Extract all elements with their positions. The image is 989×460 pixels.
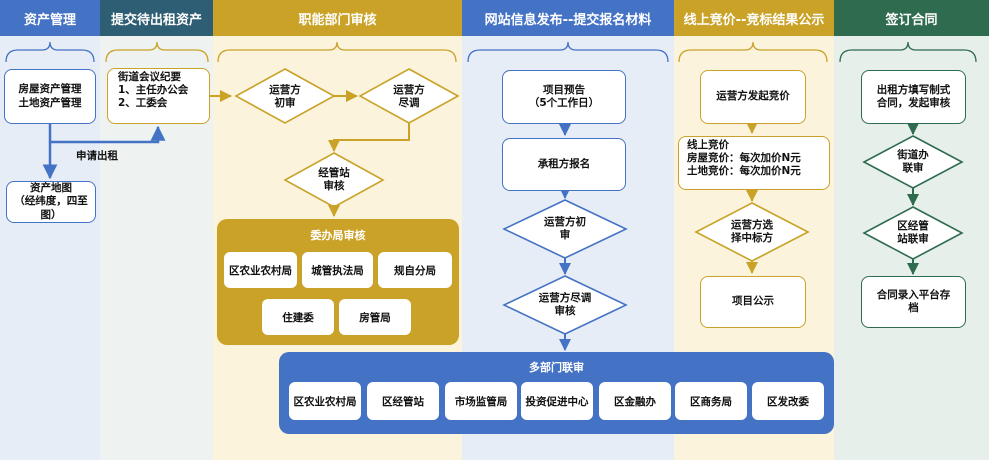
header-department-review: 职能部门审核 [213,0,462,36]
d-select-winner-text: 运营方选择中标方 [712,219,792,245]
header-online-bidding: 线上竞价--竞标结果公示 [674,0,834,36]
d-station-review-text: 经管站审核 [299,167,369,193]
arrow-assets-to-submit [50,125,166,144]
asset-land-label: 土地资产管理 [18,96,82,109]
multi-department-title: 多部门联审 [529,361,584,374]
chip-housing-bureau: 房管局 [339,299,411,335]
asset-management-box: 房屋资产管理 土地资产管理 [4,69,96,124]
contract-draft-l1: 出租方填写制式 [876,83,951,96]
d-station-joint-l1: 区经管 [897,219,929,232]
bureau-review-title: 委办局审核 [310,229,366,242]
contract-draft-l2: 合同，发起审核 [876,97,951,109]
chip-multi-investment: 投资促进中心 [521,382,593,420]
chip-agri-bureau: 区农业农村局 [224,252,297,288]
project-publicity-box: 项目公示 [700,276,806,328]
asset-map-title: 资产地图 [30,182,72,195]
contract-draft-box: 出租方填写制式 合同，发起审核 [861,70,966,124]
brace-contract [839,41,977,63]
chip-urban-enforcement: 城管执法局 [302,252,373,288]
d-initial-review-2-l1: 运营方初 [544,215,586,228]
d-station-joint-text: 区经管站联审 [878,220,948,246]
chip-multi-development: 区发改委 [752,382,824,420]
project-notice-days: （5个工作日） [528,97,600,109]
brace-assets [5,41,95,63]
brace-publish [467,41,669,63]
online-bidding-box: 线上竞价 房屋竞价：每次加价N元 土地竞价：每次加价N元 [678,136,830,190]
project-notice-title: 项目预告 [543,83,585,96]
d-due-diligence-2-l1: 运营方尽调 [538,291,592,304]
d-initial-review-text: 运营方初审 [250,84,320,110]
header-sign-contract: 签订合同 [834,0,989,36]
d-select-winner-l1: 运营方选 [731,218,773,231]
contract-archive-l1: 合同录入平台存 [876,288,951,301]
d-station-review-l1: 经管站 [318,166,350,179]
d-initial-review-l1: 运营方 [269,83,301,96]
brace-review [217,41,457,63]
chip-multi-station: 区经管站 [367,382,439,420]
asset-map-box: 资产地图 （经纬度，四至 图） [6,181,96,223]
d-initial-review-2-l2: 审 [559,229,571,241]
d-due-diligence-l2: 尽调 [398,97,420,109]
brace-submit [105,41,209,63]
d-street-joint-l2: 联审 [902,162,924,174]
tenant-signup-box: 承租方报名 [502,138,626,191]
contract-archive-box: 合同录入平台存 档 [861,276,966,328]
asset-map-figure: 图） [40,208,62,221]
brace-bidding [678,41,828,63]
d-initial-review-2-text: 运营方初审 [520,216,610,242]
apply-rent-label: 申请出租 [76,150,118,162]
d-due-diligence-2-l2: 审核 [554,305,576,317]
project-notice-box: 项目预告 （5个工作日） [502,70,626,124]
online-bidding-land: 土地竞价：每次加价N元 [687,165,801,178]
multi-department-panel: 多部门联审 区农业农村局 区经管站 市场监管局 投资促进中心 区金融办 区商务局… [279,352,834,434]
d-station-review-l2: 审核 [323,180,345,192]
start-bidding-box: 运营方发起竞价 [700,70,806,124]
chip-multi-agri: 区农业农村局 [289,382,361,420]
header-asset-management: 资产管理 [0,0,100,36]
minutes-item-1: 1、主任办公会 [118,84,189,97]
chip-multi-market: 市场监管局 [445,382,517,420]
d-select-winner-l2: 择中标方 [731,232,773,244]
chip-housing-commission: 住建委 [262,299,334,335]
minutes-title: 街道会议纪要 [118,71,181,83]
minutes-item-2: 2、工委会 [118,97,168,110]
d-due-diligence-2-text: 运营方尽调审核 [515,292,615,318]
header-submit-assets: 提交待出租资产 [100,0,213,36]
asset-housing-label: 房屋资产管理 [18,83,82,96]
d-station-joint-l2: 站联审 [897,233,929,245]
chip-multi-commerce: 区商务局 [675,382,747,420]
d-due-diligence-text: 运营方尽调 [374,84,444,110]
diamond-operator-initial-review [234,68,336,124]
d-street-joint-l1: 街道办 [897,148,929,161]
online-bidding-title: 线上竞价 [687,139,729,151]
d-initial-review-l2: 初审 [274,97,296,109]
chip-multi-finance: 区金融办 [599,382,671,420]
d-due-diligence-l1: 运营方 [393,83,425,96]
header-website-publish: 网站信息发布--提交报名材料 [462,0,674,36]
street-meeting-minutes-box: 街道会议纪要 1、主任办公会 2、工委会 [107,68,210,124]
d-street-joint-text: 街道办联审 [878,149,948,175]
chip-planning-bureau: 规自分局 [378,252,452,288]
bureau-review-panel: 委办局审核 区农业农村局 城管执法局 规自分局 住建委 房管局 [217,219,459,345]
asset-map-coords: （经纬度，四至 [14,195,88,208]
online-bidding-housing: 房屋竞价：每次加价N元 [687,152,801,165]
contract-archive-l2: 档 [908,302,919,314]
arrow-d2-to-d3 [328,123,410,152]
